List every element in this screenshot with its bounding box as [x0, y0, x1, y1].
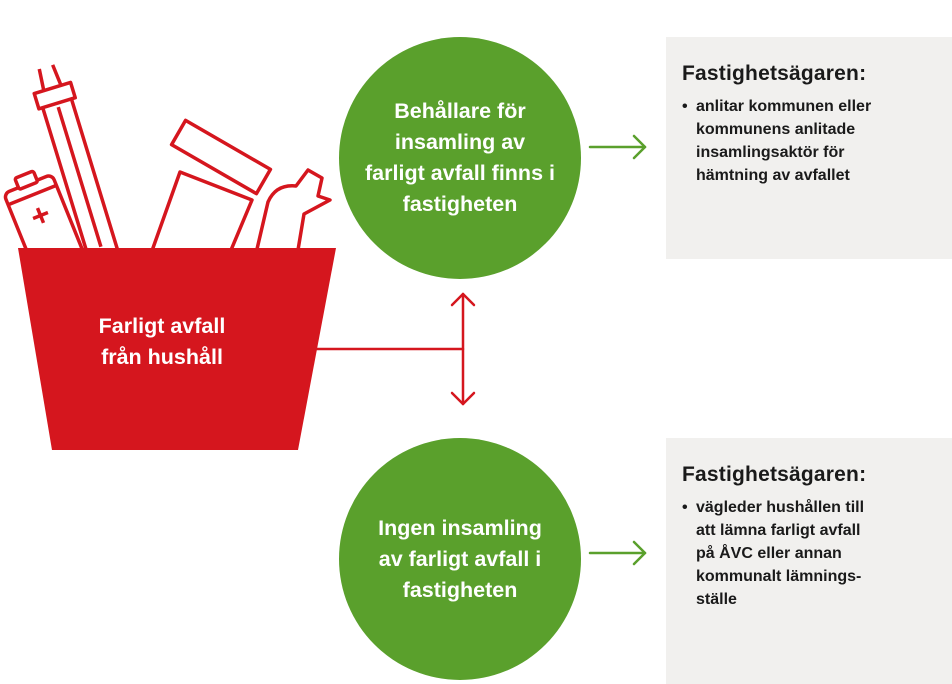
bullet-list: vägleder hushållen till att lämna farlig…: [682, 496, 942, 611]
basket-label: Farligt avfall från hushåll: [98, 314, 226, 369]
circle-container-present: Behållare för insamling av farligt avfal…: [339, 37, 581, 279]
container-icon: [146, 118, 273, 264]
panel-owner-responsibility-bottom: Fastighetsägaren: vägleder hushållen til…: [666, 438, 952, 684]
spray-bottle-icon: [252, 168, 332, 264]
connector-lines: [295, 292, 476, 406]
bullet-list: anlitar kommunen eller kommunens anlitad…: [682, 95, 942, 187]
bullet-text: vägleder hushållen till att lämna farlig…: [696, 499, 865, 608]
bullet-text: anlitar kommunen eller kommunens anlitad…: [696, 98, 872, 184]
arrow-right-icon: [588, 540, 647, 566]
panel-heading: Fastighetsägaren:: [682, 463, 867, 486]
circle-container-present-text: Behållare för insamling av farligt avfal…: [365, 99, 555, 216]
circle-no-collection: Ingen insamling av farligt avfall i fast…: [339, 438, 581, 680]
bullet-item: vägleder hushållen till att lämna farlig…: [682, 496, 942, 611]
basket-shape: [18, 248, 336, 450]
arrow-right-icon: [588, 134, 647, 160]
panel-owner-responsibility-top: Fastighetsägaren: anlitar kommunen eller…: [666, 37, 952, 259]
panel-heading: Fastighetsägaren:: [682, 62, 867, 85]
bullet-item: anlitar kommunen eller kommunens anlitad…: [682, 95, 942, 187]
circle-no-collection-text: Ingen insamling av farligt avfall i fast…: [378, 515, 542, 602]
